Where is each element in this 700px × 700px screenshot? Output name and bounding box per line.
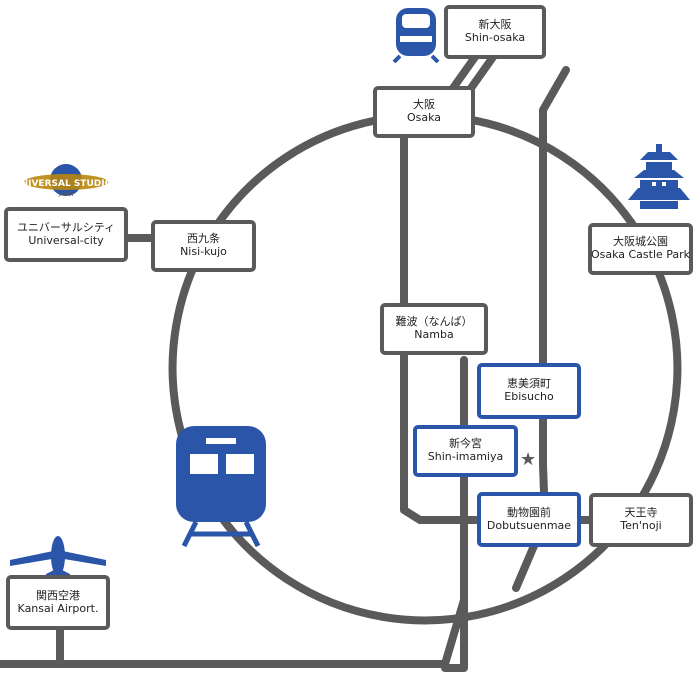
station-tennoji[interactable]: 天王寺 Ten'noji: [589, 493, 693, 547]
airport-link: [441, 596, 468, 668]
station-ebisucho[interactable]: 恵美須町 Ebisucho: [477, 363, 581, 419]
train-icon: [176, 426, 266, 548]
station-label-ja: 西九条: [187, 232, 220, 246]
station-nishikujo[interactable]: 西九条 Nisi-kujo: [151, 220, 256, 272]
castle-icon: [628, 144, 690, 209]
station-label-en: Ten'noji: [620, 519, 662, 532]
station-shin-imamiya[interactable]: 新今宮 Shin-imamiya: [413, 425, 518, 477]
station-label-ja: 大阪: [413, 98, 435, 112]
station-label-ja: 難波（なんば）: [395, 315, 473, 329]
station-label-en: Shin-imamiya: [427, 450, 504, 463]
universal-studios-logo: UNIVERSAL STUDIOS JAPAN: [13, 164, 119, 198]
station-label-ja: 天王寺: [624, 506, 658, 520]
station-shin-osaka[interactable]: 新大阪 Shin-osaka: [444, 5, 546, 59]
station-label-en: Ebisucho: [504, 390, 554, 403]
station-label-ja: 大阪城公園: [613, 235, 668, 249]
station-osaka[interactable]: 大阪 Osaka: [373, 86, 475, 138]
station-dobutsuenmae[interactable]: 動物園前 Dobutsuenmae: [477, 492, 581, 547]
station-label-ja: ユニバーサルシティ: [16, 220, 116, 234]
star-marker: ★: [520, 449, 536, 470]
station-label-en: Nisi-kujo: [180, 245, 227, 258]
station-label-en: Osaka: [406, 111, 442, 124]
station-osaka-castle-park[interactable]: 大阪城公園 Osaka Castle Park: [588, 223, 693, 275]
logo-subtext: JAPAN: [58, 192, 74, 198]
station-label-en: Osaka Castle Park: [590, 248, 691, 261]
station-label-en: Dobutsuenmae: [486, 518, 572, 532]
station-label-en: Kansai Airport.: [17, 601, 99, 615]
station-label-ja: 動物園前: [507, 505, 551, 519]
station-label-ja: 関西空港: [36, 588, 80, 602]
station-kansai-airport[interactable]: 関西空港 Kansai Airport.: [6, 575, 110, 630]
station-label-en: Universal-city: [28, 233, 104, 247]
station-namba[interactable]: 難波（なんば） Namba: [380, 303, 488, 355]
shinkansen-icon: [392, 8, 440, 64]
station-universal-city[interactable]: ユニバーサルシティ Universal-city: [4, 207, 128, 262]
station-label-ja: 新大阪: [478, 18, 512, 32]
station-label-en: Shin-osaka: [464, 31, 526, 44]
loop-line-south: [174, 312, 682, 625]
airplane-icon: [10, 536, 106, 578]
station-label-ja: 恵美須町: [507, 377, 551, 391]
logo-text: UNIVERSAL STUDIOS: [13, 179, 118, 189]
station-label-ja: 新今宮: [449, 437, 482, 451]
station-label-en: Namba: [414, 328, 454, 341]
